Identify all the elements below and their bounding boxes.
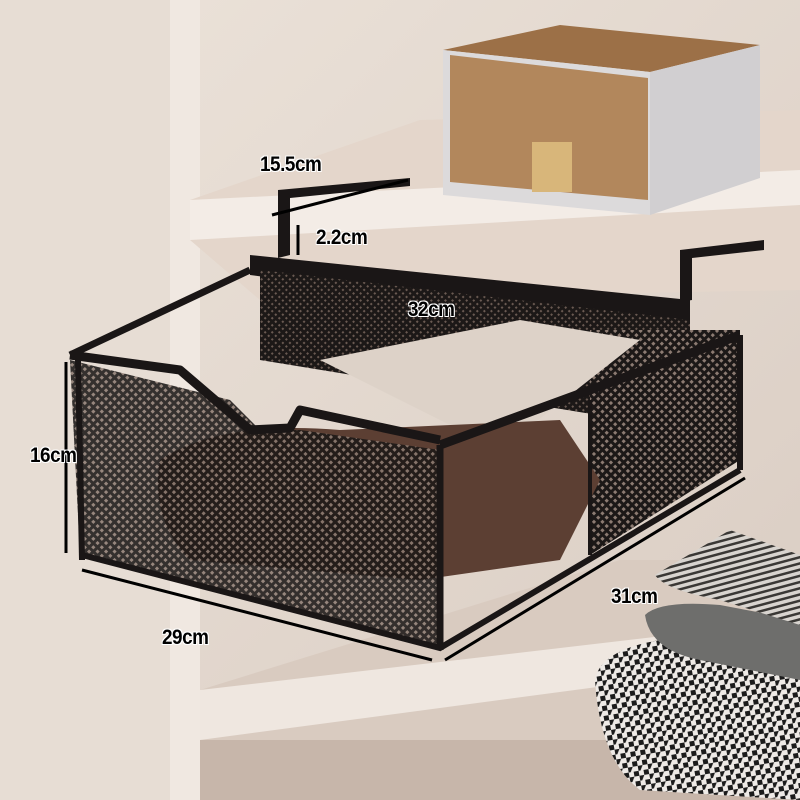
dimension-label-hook-length: 15.5cm (260, 153, 322, 176)
dim-line-hook (271, 178, 409, 217)
dimension-label-depth: 31cm (611, 585, 658, 608)
dimension-label-height: 16cm (30, 444, 77, 467)
dimension-label-front-width: 29cm (162, 626, 209, 649)
dimension-lines (64, 178, 746, 662)
dim-line-depth (444, 476, 746, 662)
dimension-label-hook-gap: 2.2cm (316, 226, 368, 249)
dim-line-front (81, 568, 433, 662)
dimension-label-width: 32cm (408, 298, 455, 321)
storage-box (443, 25, 760, 215)
mesh-basket (68, 178, 764, 652)
folded-clothes-shelf (595, 530, 800, 800)
